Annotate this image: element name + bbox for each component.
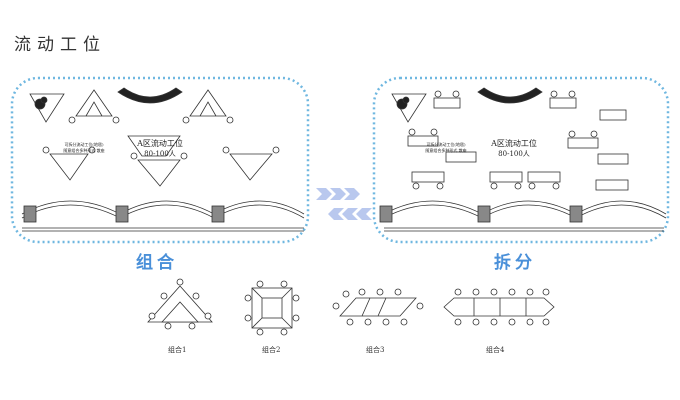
panel-frame — [10, 76, 310, 244]
desk-cluster-triangle — [189, 89, 227, 117]
desk-unit — [567, 137, 599, 149]
combo-2-diagram — [244, 280, 300, 336]
desk-unit — [411, 171, 445, 183]
plant-planter — [29, 93, 65, 123]
note-line: 随意组合多种形式 散座 — [425, 147, 466, 153]
note-line: 可拆分流动工位(地毯) — [64, 141, 104, 147]
desk-cluster-trapezoid — [127, 135, 181, 157]
combined-floor-plan: A区流动工位 80-100人 可拆分流动工位(地毯) 随意组合多种形式 散座 — [10, 76, 310, 244]
desk-cluster-triangle — [229, 153, 273, 181]
desk-cluster-triangle — [49, 153, 89, 181]
combined-label: 组合 — [136, 253, 178, 273]
note-line: 随意组合多种形式 散座 — [63, 147, 104, 153]
desk-cluster-triangle — [75, 89, 113, 117]
combination-diagrams — [147, 278, 555, 336]
pillar — [23, 205, 37, 223]
curved-bench — [117, 87, 183, 104]
pillar — [379, 205, 393, 223]
wave-wall — [383, 200, 667, 215]
combo-1-label: 组合1 — [168, 346, 187, 354]
panel-frame — [372, 76, 670, 244]
area-title: A区流动工位 — [490, 138, 537, 148]
split-floor-plan: A区流动工位 80-100人 可拆分流动工位(地毯) 随意组合多种形式 散座 — [372, 76, 670, 244]
desk-cluster-triangle — [137, 159, 181, 187]
desk-unit — [527, 171, 561, 183]
capacity-label: 80-100人 — [144, 150, 176, 158]
wave-wall — [21, 200, 305, 215]
pillar — [569, 205, 583, 223]
transition-arrows — [316, 188, 372, 220]
area-title: A区流动工位 — [136, 138, 183, 148]
desk-unit — [433, 97, 461, 109]
combo-2-label: 组合2 — [262, 346, 281, 354]
desk-unit — [595, 179, 629, 191]
combo-4-label: 组合4 — [486, 346, 505, 354]
desk-unit — [597, 153, 629, 165]
note-line: 可拆分流动工位(地毯) — [426, 141, 466, 147]
capacity-label: 80-100人 — [498, 150, 530, 158]
desk-unit — [599, 109, 627, 121]
pillar — [477, 205, 491, 223]
arrow-right-icon — [316, 188, 332, 200]
desk-unit — [407, 135, 439, 147]
page-title: 流动工位 — [14, 35, 106, 55]
desk-unit — [445, 151, 477, 163]
combo-3-diagram — [332, 288, 424, 326]
split-layout-panel: A区流动工位 80-100人 可拆分流动工位(地毯) 随意组合多种形式 散座 — [372, 76, 670, 244]
pillar — [115, 205, 129, 223]
desk-unit — [489, 171, 523, 183]
combo-1-diagram — [147, 278, 213, 330]
combo-3-label: 组合3 — [366, 346, 385, 354]
arrow-left-icon — [356, 208, 372, 220]
desk-unit — [549, 97, 577, 109]
combined-layout-panel: A区流动工位 80-100人 可拆分流动工位(地毯) 随意组合多种形式 散座 — [10, 76, 310, 244]
combo-4-diagram — [443, 288, 555, 326]
plant-planter — [391, 93, 427, 123]
pillar — [211, 205, 225, 223]
curved-bench — [477, 87, 543, 104]
split-label: 拆分 — [494, 253, 536, 273]
